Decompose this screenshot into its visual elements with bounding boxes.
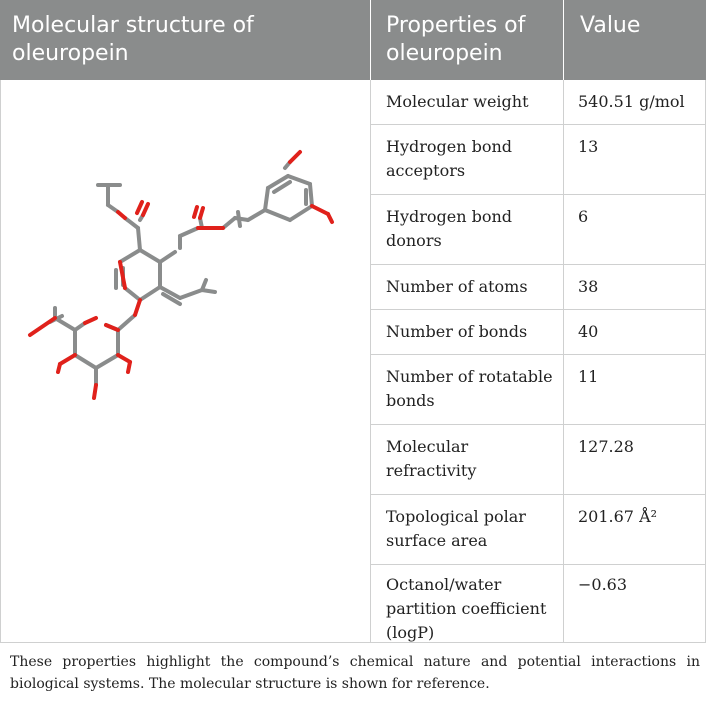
table-row-property: Hydrogen bond acceptors [386,137,513,180]
table-header: Molecular structure of oleuropein Proper… [0,0,706,80]
header-value: Value [580,13,641,38]
header-properties: Properties of oleuropein [386,13,526,66]
table-row-property: Number of atoms [386,277,528,296]
table-row-property: Number of bonds [386,322,528,341]
table-footnote: These properties highlight the compound’… [10,654,700,692]
table-row-value: −0.63 [578,575,628,594]
oleuropein-molecule-drawing [28,150,334,400]
table-row-property: Number of rotatable bonds [386,367,553,410]
table-row-property: Topological polar surface area [386,507,526,550]
table-row-property: Molecular refractivity [386,437,477,480]
table-row-property: Octanol/water partition coefficient (log… [386,575,547,642]
table-row-value: 13 [578,137,599,156]
table-row-value: 201.67 Å² [578,507,658,526]
table-row-value: 540.51 g/mol [578,92,685,111]
table-row-value: 11 [578,367,599,386]
table-row-value: 6 [578,207,589,226]
header-molecular-structure: Molecular structure of oleuropein [12,13,254,66]
table-row-property: Hydrogen bond donors [386,207,513,250]
table-row-property: Molecular weight [386,92,529,111]
table-row-value: 40 [578,322,599,341]
table-row-value: 127.28 [578,437,634,456]
table-row-value: 38 [578,277,599,296]
